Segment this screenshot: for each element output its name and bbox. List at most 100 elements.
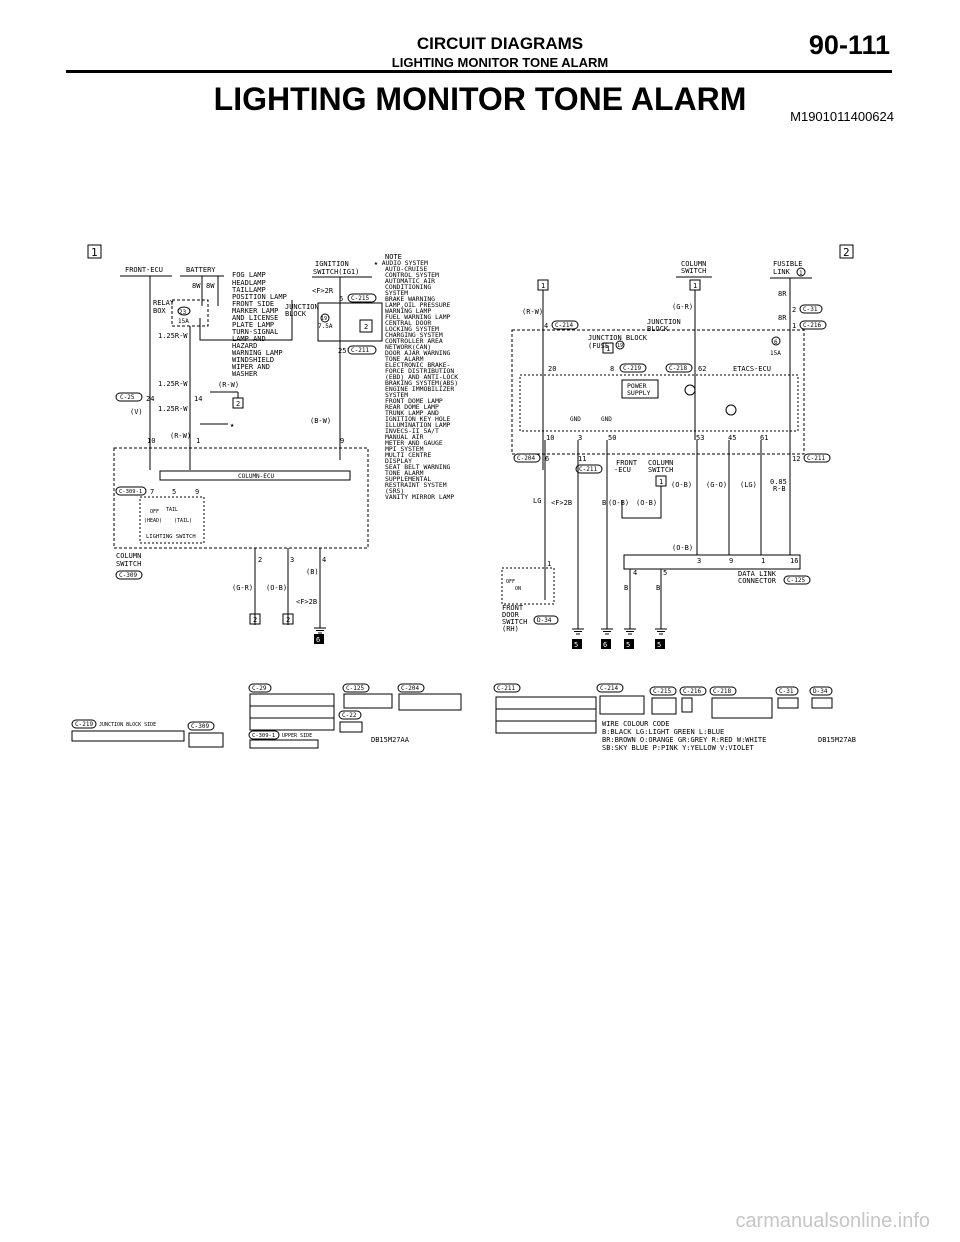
pin-20: 20	[548, 365, 556, 373]
header-rule	[66, 70, 892, 73]
note-item-32: MULTI CENTRE	[385, 451, 431, 459]
note-item-28: INVECS-II 5A/T	[385, 427, 439, 435]
wire-lg: (LG)	[740, 481, 757, 489]
front-ecu-line2: -ECU	[614, 466, 631, 474]
column-switch-box	[113, 447, 369, 549]
c25-label: C-25	[120, 394, 135, 401]
c211-label-r: C-211	[807, 455, 825, 462]
conn-1-jb: 1	[606, 345, 610, 353]
column-ecu-box	[159, 470, 351, 481]
note-item-4: CONDITIONING	[385, 283, 431, 291]
f2b-label-r: <F>2B	[551, 499, 572, 507]
pin-14: 14	[194, 395, 202, 403]
conn-1-gr: 1	[693, 282, 697, 290]
c218-label: C-218	[669, 365, 687, 372]
feed-item-2: TAILLAMP	[232, 286, 266, 294]
cv-d34: D-34	[813, 688, 828, 695]
gnd-b: GND	[601, 416, 612, 423]
c125-connector	[343, 693, 393, 709]
pin-3-r: 3	[578, 434, 582, 442]
c309-1-label: C-309-1	[119, 489, 142, 495]
c22-connector	[339, 721, 363, 733]
fds-line4: (RH)	[502, 625, 519, 633]
d34-connector	[811, 697, 833, 709]
wire-code-line3: SB:SKY BLUE P:PINK Y:YELLOW V:VIOLET	[602, 744, 755, 752]
cv-ref-left: DB15M27AA	[371, 736, 410, 744]
c309-connector	[188, 732, 224, 748]
pin-12-r: 12	[792, 455, 800, 463]
relay-box-line2: BOX	[153, 307, 166, 315]
cv-c216: C-216	[683, 688, 701, 695]
pin-2-r: 2	[792, 306, 796, 314]
cv-c214: C-214	[600, 685, 618, 692]
power-supply-box	[621, 379, 659, 399]
column-ecu-label: COLUMN-ECU	[238, 473, 275, 480]
feed-item-13: WIPER AND	[232, 363, 270, 371]
c211-connector	[495, 696, 597, 734]
wire-v: (V)	[130, 408, 143, 416]
conn-2-rw: 2	[236, 400, 240, 408]
battery-label: BATTERY	[186, 266, 216, 274]
note-item-19: (EBD) AND ANTI-LOCK	[385, 373, 458, 381]
watermark: carmanualsonline.info	[735, 1210, 930, 1232]
jb-fuse-line2: (FUSE	[588, 342, 609, 350]
cv-jb-side: JUNCTION BLOCK SIDE	[99, 722, 156, 728]
fusible-link-num: 1	[799, 270, 803, 277]
etacs-ecu-box	[519, 374, 799, 432]
note-item-37: RESTRAINT SYSTEM	[385, 481, 447, 489]
cv-c22: C-22	[342, 712, 357, 719]
wire-8w-b: 8W	[206, 282, 215, 290]
connector-views-right: C-211 C-214 C-215 C-216 C-218 C-31 D-34 …	[493, 683, 856, 752]
wire-rw: (R-W)	[522, 308, 543, 316]
pin-10: 10	[147, 437, 155, 445]
c214-connector	[599, 695, 645, 715]
note-item-39: VANITY MIRROR LAMP	[385, 493, 454, 501]
feed-item-1: HEADLAMP	[232, 279, 266, 287]
wire-rb: R-B	[773, 485, 786, 493]
right-circuit: 2 COLUMN SWITCH FUSIBLE LINK 1 8R 8R 2 C…	[501, 244, 854, 649]
ground-6-r: 6	[603, 641, 607, 649]
wire-125rw-b: 1.25R-W	[158, 380, 188, 388]
etacs-ecu-label: ETACS-ECU	[733, 365, 771, 373]
junction-block-line1: JUNCTION	[285, 303, 319, 311]
pin-62: 62	[698, 365, 706, 373]
feed-item-9: LAMP AND	[232, 335, 266, 343]
conn-2-ob: 2	[286, 616, 290, 624]
pin-4: 4	[322, 556, 326, 564]
note-item-16: TONE ALARM	[385, 355, 424, 363]
c309-1-connector	[249, 739, 319, 749]
c31-connector	[777, 697, 799, 709]
junction-block-line1: JUNCTION	[647, 318, 681, 326]
front-ecu-line1: FRONT	[616, 459, 638, 467]
fusible-link-line1: FUSIBLE	[773, 260, 803, 268]
power-supply-line1: POWER	[627, 382, 647, 390]
c219-label: C-219	[623, 365, 641, 372]
c219-connector	[71, 730, 185, 742]
frame-label-2: 2	[843, 246, 850, 259]
pin-53: 53	[696, 434, 704, 442]
col-sw-line1: COLUMN	[648, 459, 673, 467]
switch-tailp: (TAIL)	[174, 518, 192, 524]
frame-label-1: 1	[91, 246, 98, 259]
cv-c31: C-31	[779, 688, 794, 695]
frame-label-box-2	[839, 244, 854, 259]
column-switch-line2: SWITCH	[116, 560, 141, 568]
note-item-17: ELECTRONIC BRAKE-	[385, 361, 450, 369]
cv-c29: C-29	[252, 685, 267, 692]
data-link-connector-box	[623, 554, 801, 570]
pin-2: 2	[258, 556, 262, 564]
page-title: LIGHTING MONITOR TONE ALARM	[213, 81, 747, 117]
cv-c204: C-204	[401, 685, 419, 692]
pin-16-dlc: 16	[790, 557, 798, 565]
feed-item-7: PLATE LAMP	[232, 321, 274, 329]
ignition-line1: IGNITION	[315, 260, 349, 268]
conn-2: 2	[364, 323, 368, 331]
note-item-0: ★ AUDIO SYSTEM	[374, 259, 428, 267]
pin-6-r: 6	[545, 455, 549, 463]
feed-item-8: TURN-SIGNAL	[232, 328, 278, 336]
note-item-15: DOOR AJAR WARNING	[385, 349, 451, 357]
column-switch-line1: COLUMN	[681, 260, 706, 268]
pin-24: 24	[146, 395, 154, 403]
fusible-link-line2: LINK	[773, 268, 791, 276]
